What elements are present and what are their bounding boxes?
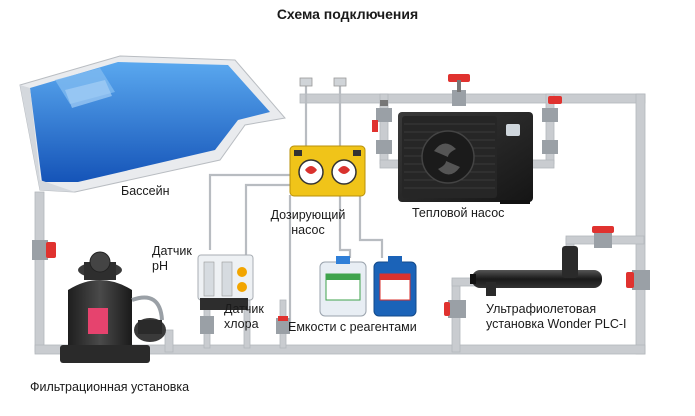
- heat-pump-label: Тепловой насос: [412, 206, 505, 220]
- ph-sensor-label-line1: Датчик: [152, 244, 192, 258]
- ph-sensor-label: Датчик pH: [152, 244, 192, 274]
- reagent-tanks: [319, 256, 417, 317]
- uv-unit-label-line1: Ультрафиолетовая: [486, 302, 597, 316]
- uv-unit-label-line2: установка Wonder PLC-I: [486, 317, 627, 331]
- filter-unit-label: Фильтрационная установка: [30, 380, 190, 394]
- dosing-pump: [289, 77, 366, 197]
- dosing-pump-label: Дозирующий насос: [262, 208, 354, 238]
- diagram-title: Схема подключения: [276, 6, 419, 22]
- sensor-panel: [197, 254, 254, 310]
- filter-unit: [60, 251, 166, 363]
- reagent-tanks-label: Емкости с реагентами: [288, 320, 417, 334]
- pool: [19, 55, 286, 193]
- chlorine-sensor-label: Датчик хлора: [224, 302, 264, 332]
- uv-unit-label: Ультрафиолетовая установка Wonder PLC-I: [486, 302, 627, 332]
- chlorine-sensor-label-line2: хлора: [224, 317, 259, 331]
- dosing-tubes: [208, 80, 384, 330]
- chlorine-sensor-label-line1: Датчик: [224, 302, 264, 316]
- pool-label: Бассейн: [121, 184, 170, 198]
- dosing-pump-label-line2: насос: [291, 223, 325, 237]
- dosing-pump-label-line1: Дозирующий: [270, 208, 346, 222]
- heat-pump: [398, 112, 533, 204]
- valves: [32, 74, 650, 334]
- uv-unit: [470, 246, 602, 296]
- ph-sensor-label-line2: pH: [152, 259, 168, 273]
